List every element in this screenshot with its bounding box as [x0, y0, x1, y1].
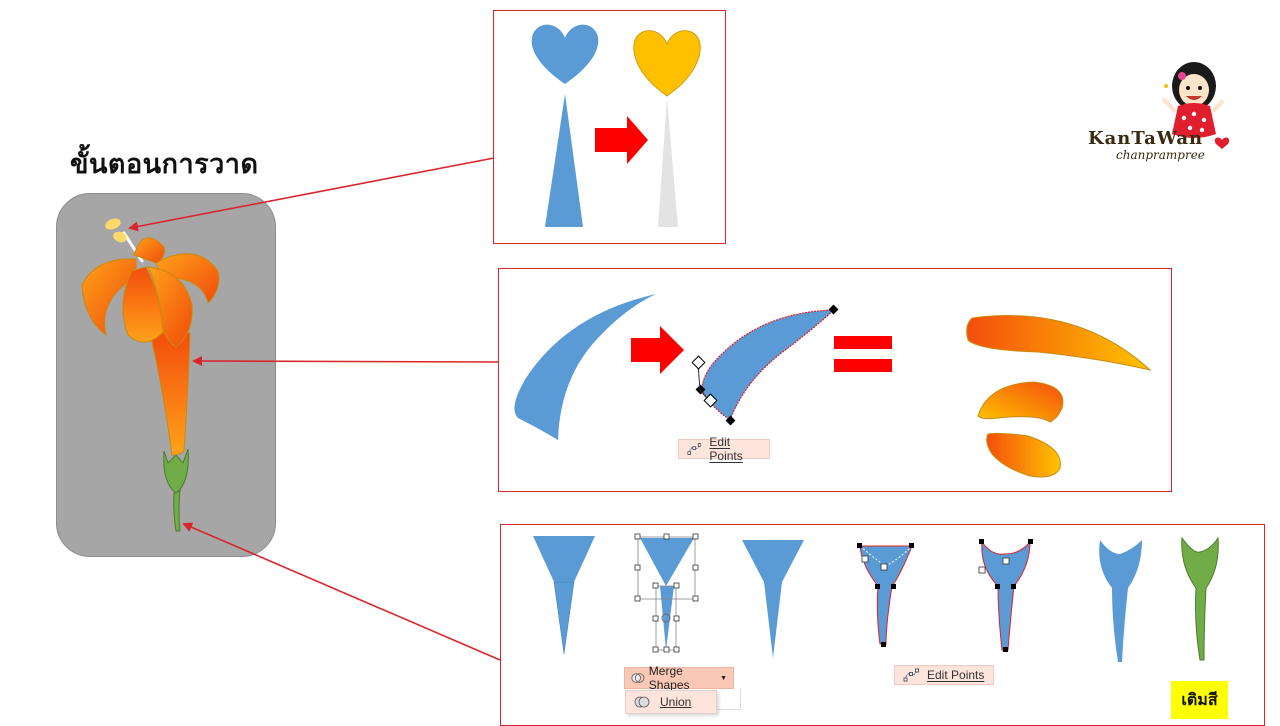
- edit-points-label: Edit Points: [709, 435, 743, 463]
- edit-point-handle: [703, 393, 718, 408]
- light-triangle-shape: [658, 98, 678, 227]
- blue-spike-shape: [553, 581, 575, 655]
- arrow-to-petals: [192, 356, 499, 367]
- merge-shapes-button[interactable]: Merge Shapes ▼: [624, 664, 734, 692]
- orange-small-petal: [986, 432, 1061, 478]
- arrow-right-icon: [631, 326, 684, 374]
- arrow-to-stamen: [128, 157, 495, 232]
- arrow-right-icon: [595, 116, 648, 164]
- chevron-down-icon: ▼: [720, 674, 727, 682]
- menu-shadow: [716, 689, 741, 710]
- merged-stem-shape: [742, 540, 804, 658]
- blue-curve-shape: [514, 294, 656, 440]
- union-menu-item[interactable]: Union: [625, 690, 717, 714]
- equals-icon: [834, 336, 892, 372]
- edit-points-button[interactable]: Edit Points: [678, 435, 770, 463]
- edit-points-button-2[interactable]: Edit Points: [894, 665, 994, 685]
- edit-point-handle: [725, 415, 736, 426]
- orange-mid-petal: [977, 381, 1064, 423]
- blue-final-stem: [1099, 540, 1142, 662]
- merge-shapes-label: Merge Shapes: [648, 664, 690, 692]
- flower-illustration: [81, 218, 220, 532]
- blue-triangle-shape: [545, 94, 583, 227]
- panel-petal-steps: [498, 268, 1172, 492]
- page-title: ขั้นตอนการวาด: [70, 149, 259, 180]
- stamen-steps-art: [531, 24, 701, 227]
- edit-points-label-2: Edit Points: [927, 668, 985, 682]
- logo-subtitle: chanprampree: [1116, 148, 1205, 162]
- edit-point-handle: [828, 304, 839, 315]
- blue-funnel-shape: [533, 536, 595, 582]
- edit-points-icon: [903, 668, 919, 682]
- fill-color-badge: เติมสี: [1171, 681, 1228, 719]
- edit-point-handle: [695, 384, 706, 395]
- logo-name: KanTaWan: [1088, 128, 1204, 149]
- yellow-heart-shape: [633, 30, 701, 97]
- arrow-to-stem: [182, 522, 501, 661]
- union-label: Union: [660, 695, 692, 709]
- kantawan-logo: KanTaWan chanprampree: [1082, 56, 1232, 168]
- petal-steps-art: [514, 294, 1152, 478]
- blue-heart-shape: [531, 24, 599, 84]
- edited-curve-shape: [701, 309, 836, 421]
- edit-point-handle: [691, 355, 706, 370]
- stem-steps-art: [533, 533, 1219, 662]
- edit-points-icon: [687, 443, 702, 455]
- green-final-stem: [1181, 536, 1219, 661]
- union-icon: [634, 696, 650, 708]
- merge-shapes-icon: [631, 673, 645, 683]
- orange-long-petal: [966, 315, 1152, 371]
- cartoon-girl-icon: [1162, 62, 1230, 149]
